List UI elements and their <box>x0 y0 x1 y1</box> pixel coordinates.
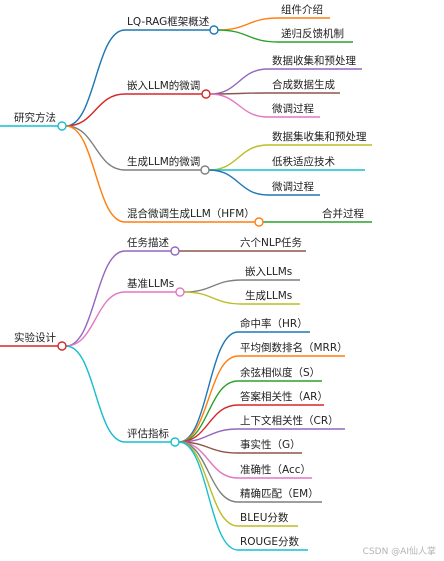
leaf-cosine-similarity[interactable]: 余弦相似度（S） <box>240 367 321 379</box>
leaf-link <box>183 279 243 293</box>
leaf-six-nlp-tasks[interactable]: 六个NLP任务 <box>240 237 303 249</box>
leaf-link <box>178 380 239 443</box>
node-hfm[interactable]: 混合微调生成LLM（HFM） <box>127 208 255 220</box>
leaf-context-relevance[interactable]: 上下文相关性（CR） <box>240 415 339 427</box>
leaf-bleu[interactable]: BLEU分数 <box>240 512 289 524</box>
branch-link <box>65 250 126 347</box>
leaf-link <box>178 441 239 527</box>
branch-link <box>65 125 126 171</box>
node-lq-rag-overview[interactable]: LQ-RAG框架概述 <box>127 16 210 28</box>
leaf-link <box>209 93 269 118</box>
node-eval-metrics[interactable]: 评估指标 <box>127 428 169 440</box>
leaf-link <box>178 441 239 551</box>
leaf-mrr[interactable]: 平均倒数排名（MRR） <box>240 342 348 354</box>
node-research-methods[interactable]: 研究方法 <box>14 112 56 124</box>
leaf-rouge[interactable]: ROUGE分数 <box>240 536 300 548</box>
leaf-link <box>178 355 239 443</box>
node-collapse-toggle[interactable] <box>201 89 211 99</box>
leaf-merge-process[interactable]: 合并过程 <box>322 208 364 220</box>
node-collapse-toggle[interactable] <box>170 437 180 447</box>
leaf-link <box>217 29 279 43</box>
node-experiment-design[interactable]: 实验设计 <box>14 332 56 344</box>
leaf-embedding-llms[interactable]: 嵌入LLMs <box>245 266 293 278</box>
leaf-link <box>178 441 239 503</box>
leaf-dataset-collection[interactable]: 数据集收集和预处理 <box>272 131 367 143</box>
leaf-finetune-process-1[interactable]: 微调过程 <box>272 103 314 115</box>
leaf-link <box>217 17 279 31</box>
leaf-components[interactable]: 组件介绍 <box>281 4 323 16</box>
leaf-exact-match[interactable]: 精确匹配（EM） <box>240 488 319 500</box>
leaf-answer-relevance[interactable]: 答案相关性（AR） <box>240 391 328 403</box>
node-collapse-toggle[interactable] <box>200 165 210 175</box>
leaf-link <box>209 68 269 95</box>
node-generation-finetune[interactable]: 生成LLM的微调 <box>127 156 201 168</box>
leaf-generation-llms[interactable]: 生成LLMs <box>245 290 293 302</box>
leaf-accuracy[interactable]: 准确性（Acc） <box>240 464 312 476</box>
leaf-synthetic-data[interactable]: 合成数据生成 <box>272 79 335 91</box>
node-collapse-toggle[interactable] <box>175 287 185 297</box>
branch-link <box>65 29 126 127</box>
branch-link <box>65 125 126 223</box>
branch-collapse-toggle[interactable] <box>57 121 67 131</box>
node-baseline-llms[interactable]: 基准LLMs <box>127 278 175 290</box>
node-task-description[interactable]: 任务描述 <box>127 237 169 249</box>
branch-collapse-toggle[interactable] <box>57 341 67 351</box>
leaf-link <box>178 331 239 443</box>
node-collapse-toggle[interactable] <box>170 246 180 256</box>
leaf-groundedness[interactable]: 事实性（G） <box>240 439 301 451</box>
leaf-link <box>208 169 269 196</box>
node-collapse-toggle[interactable] <box>209 25 219 35</box>
leaf-finetune-process-2[interactable]: 微调过程 <box>272 181 314 193</box>
leaf-recursive-feedback[interactable]: 递归反馈机制 <box>281 28 344 40</box>
leaf-lora[interactable]: 低秩适应技术 <box>272 156 335 168</box>
node-embedding-finetune[interactable]: 嵌入LLM的微调 <box>127 80 201 92</box>
branch-link <box>65 345 126 443</box>
leaf-data-collection[interactable]: 数据收集和预处理 <box>272 55 356 67</box>
leaf-hit-rate[interactable]: 命中率（HR） <box>240 318 308 330</box>
node-collapse-toggle[interactable] <box>254 217 264 227</box>
branch-link <box>65 93 126 127</box>
leaf-link <box>183 291 243 305</box>
leaf-link <box>208 144 269 171</box>
watermark: CSDN @AI仙人掌 <box>362 547 436 557</box>
branch-link <box>65 291 126 347</box>
